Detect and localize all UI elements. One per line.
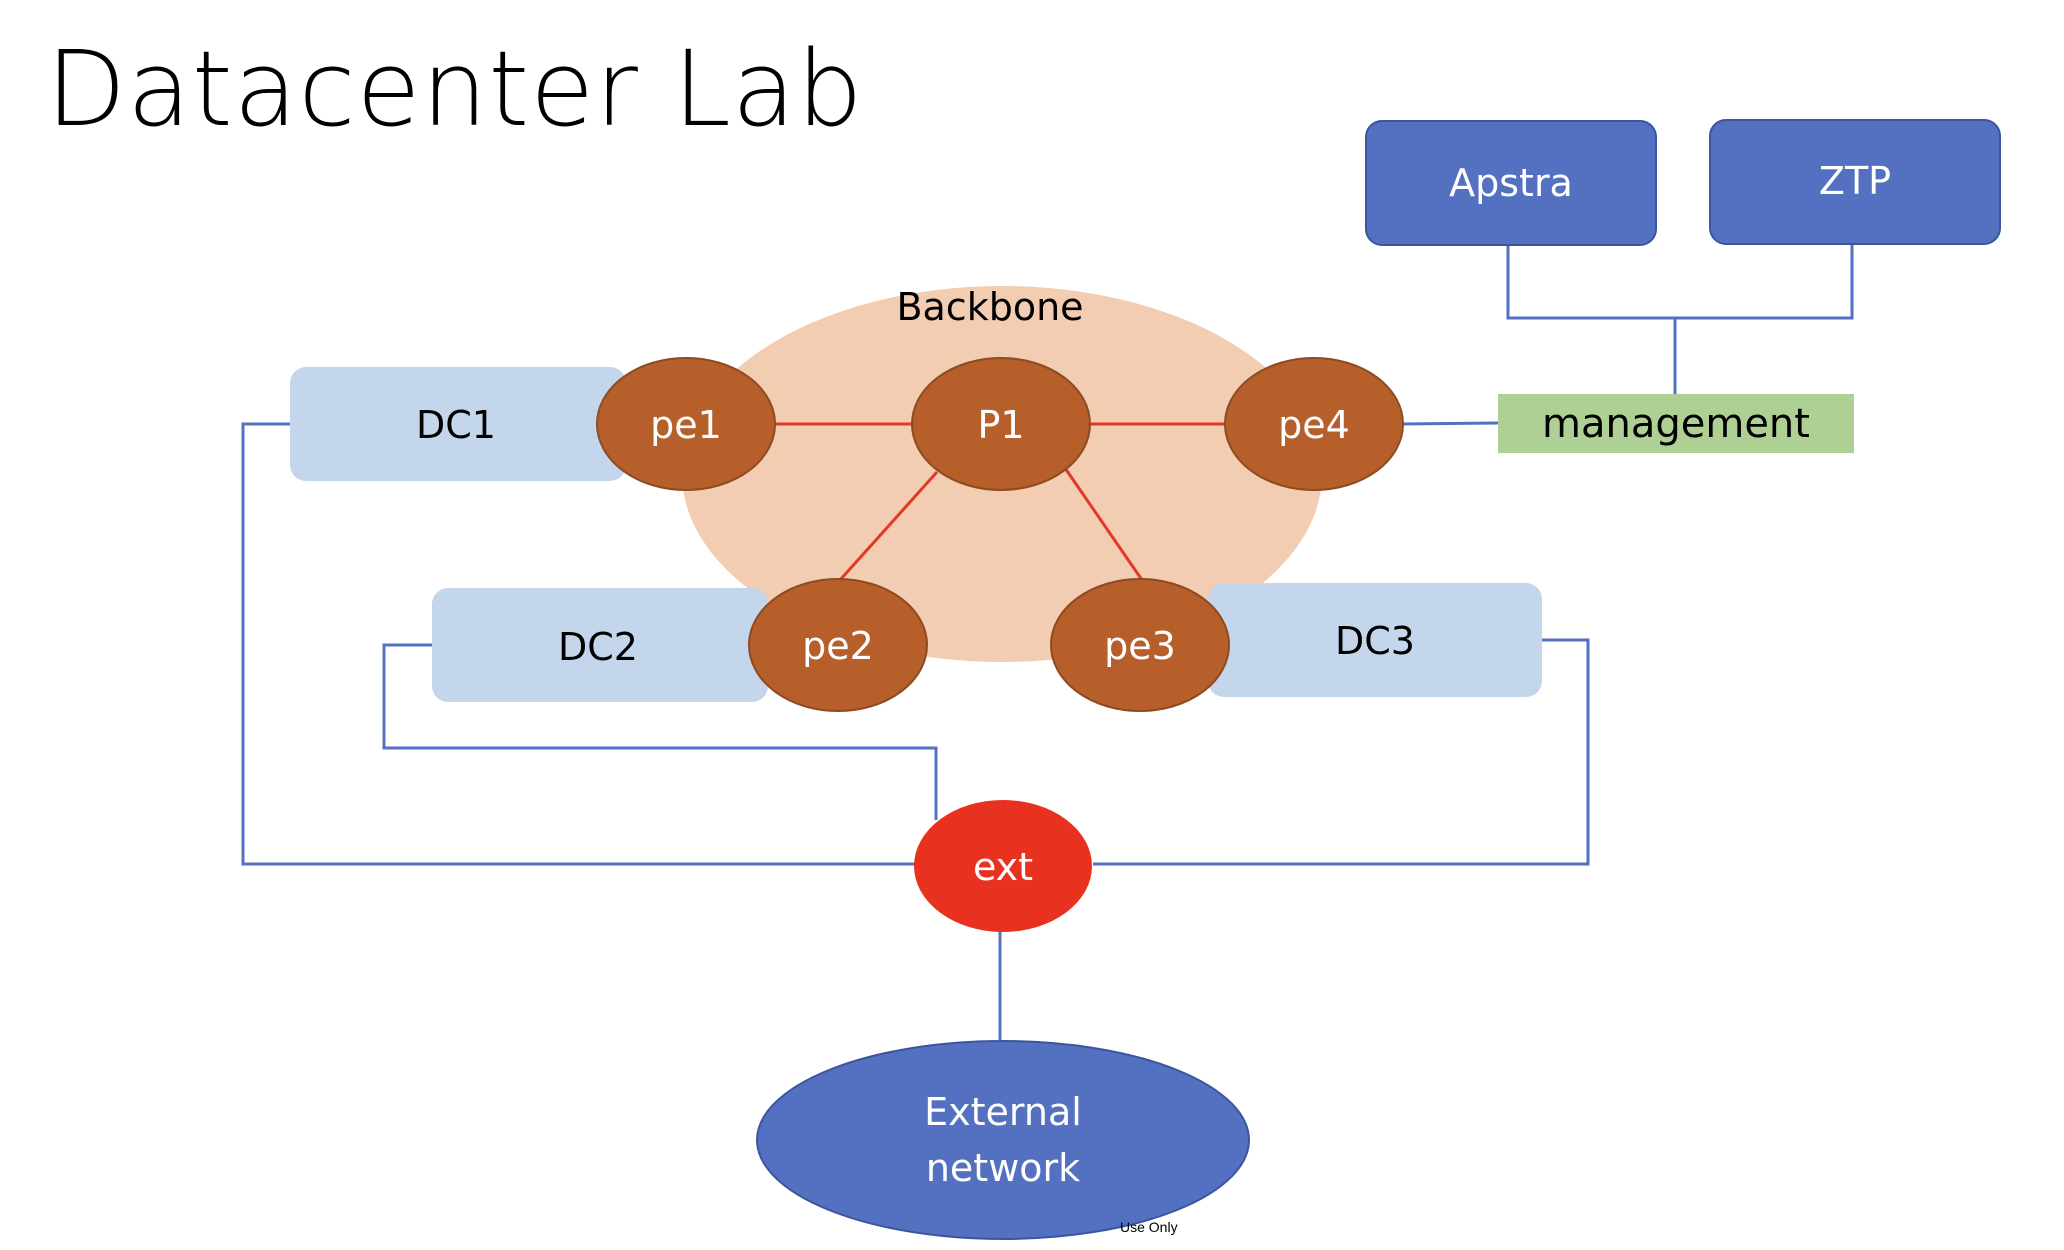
pe1-label: pe1: [650, 403, 722, 447]
ext-node[interactable]: ext: [914, 800, 1092, 932]
dc1-label: DC1: [416, 403, 496, 447]
pe3-node[interactable]: pe3: [1050, 578, 1230, 712]
management-label: management: [1542, 401, 1810, 447]
footer-note: Use Only: [1120, 1219, 1178, 1235]
dc3-label: DC3: [1335, 619, 1415, 663]
apstra-box[interactable]: [1365, 120, 1657, 246]
link-dc3-ext: [1093, 638, 1590, 866]
management-box[interactable]: [1498, 394, 1854, 453]
external-network-line1: External: [924, 1090, 1082, 1134]
dc2-box[interactable]: [432, 588, 768, 702]
dc3-box[interactable]: [1208, 583, 1542, 697]
pe3-label: pe3: [1104, 624, 1176, 668]
pe4-node[interactable]: pe4: [1224, 357, 1404, 491]
external-network-node[interactable]: External network: [756, 1040, 1250, 1240]
red-links: [775, 422, 1228, 582]
apstra-label: Apstra: [1449, 161, 1573, 205]
link-apstra-mgmt: [1506, 244, 1854, 320]
page-title: Datacenter Lab: [46, 28, 864, 150]
p1-node[interactable]: P1: [911, 357, 1091, 491]
blue-links: [241, 244, 1854, 1040]
external-network-line2: network: [926, 1146, 1080, 1190]
pe2-node[interactable]: pe2: [748, 578, 928, 712]
ztp-box[interactable]: [1709, 119, 2001, 245]
link-pe4-management: [1399, 421, 1499, 426]
link-p1-pe3: [1063, 467, 1144, 581]
ztp-label: ZTP: [1819, 159, 1891, 203]
ext-label: ext: [973, 845, 1033, 889]
dc2-label: DC2: [558, 625, 638, 669]
link-p1-pe2: [838, 470, 939, 582]
link-dc1-ext: [241, 422, 915, 866]
spellcheck-underline: [974, 883, 1030, 889]
backbone-label: Backbone: [896, 285, 1083, 329]
pe4-label: pe4: [1278, 403, 1350, 447]
pe1-node[interactable]: pe1: [596, 357, 776, 491]
link-dc2-ext: [382, 643, 938, 820]
dc1-box[interactable]: [290, 367, 626, 481]
p1-label: P1: [977, 403, 1024, 447]
pe2-label: pe2: [802, 624, 874, 668]
